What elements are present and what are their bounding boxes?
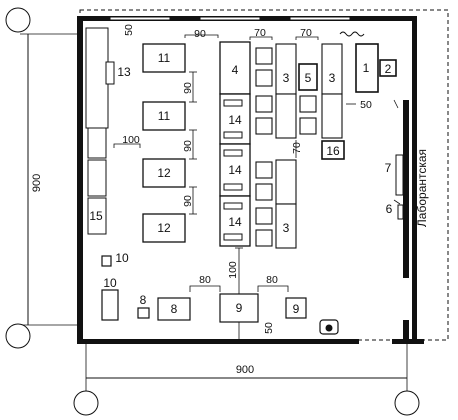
- left-dimension: 900: [5, 7, 80, 349]
- dim-90-v2-label: 90: [182, 140, 194, 152]
- item-9b-label: 9: [293, 302, 300, 316]
- desk-heavy: [298, 43, 397, 160]
- item-7-label: 7: [385, 161, 392, 175]
- item-14b-label: 14: [228, 163, 242, 177]
- item-12b-label: 12: [157, 221, 171, 235]
- item-1-label: 1: [363, 61, 370, 75]
- dim-70-mid-label: 70: [291, 142, 303, 154]
- dim-width-label: 900: [236, 364, 254, 376]
- dim-90-top-label: 90: [194, 28, 206, 40]
- dim-70-b-label: 70: [300, 27, 312, 39]
- right-wall-items: [395, 154, 404, 220]
- dim-marks-bottom: [189, 247, 289, 340]
- tables-column: [142, 43, 186, 243]
- item-6-label: 6: [386, 202, 393, 216]
- bottom-dimension: 900: [73, 344, 420, 416]
- item-3b-label: 3: [329, 71, 336, 85]
- dim-marks-right: [249, 36, 401, 205]
- item-3c-label: 3: [283, 221, 290, 235]
- item-16-label: 16: [326, 144, 340, 158]
- item-8-desk-label: 8: [171, 302, 178, 316]
- item-9a-label: 9: [236, 301, 243, 315]
- dim-90-v3-label: 90: [182, 195, 194, 207]
- item-14c-label: 14: [228, 215, 242, 229]
- windows: [109, 16, 351, 21]
- dim-50-bottom-label: 50: [263, 322, 275, 334]
- item-13-label: 13: [117, 65, 131, 79]
- bottom-items: [101, 255, 307, 323]
- item-10a-label: 10: [115, 251, 129, 265]
- item-11b-label: 11: [158, 109, 171, 123]
- dim-height-label: 900: [31, 174, 43, 192]
- dim-100-left-label: 100: [122, 134, 140, 146]
- item-14a-label: 14: [228, 113, 242, 127]
- item-2-label: 2: [385, 62, 392, 76]
- sink-marks: [223, 99, 243, 241]
- item-12a-label: 12: [157, 166, 171, 180]
- dim-50-top-label: 50: [123, 24, 135, 36]
- item-11a-label: 11: [158, 51, 171, 65]
- dim-80-left-label: 80: [199, 274, 211, 286]
- left-wall-units: [85, 27, 115, 235]
- item-10b-label: 10: [103, 276, 117, 290]
- item-3a-label: 3: [283, 71, 290, 85]
- dim-100-bottom-label: 100: [227, 261, 239, 279]
- dim-marks-left: [113, 34, 219, 215]
- dim-50-right-label: 50: [360, 99, 372, 111]
- dim-80-right-label: 80: [266, 274, 278, 286]
- room-label-laborantskaya: Лаборантская: [415, 149, 429, 227]
- basin-icon: [319, 319, 339, 335]
- item-4-label: 4: [232, 63, 239, 77]
- item-8-label: 8: [140, 293, 147, 307]
- item-15-label: 15: [89, 209, 103, 223]
- radiator-mark: [339, 31, 365, 37]
- dim-70-a-label: 70: [254, 27, 266, 39]
- dim-90-v1-label: 90: [182, 82, 194, 94]
- item-5-label: 5: [305, 71, 312, 85]
